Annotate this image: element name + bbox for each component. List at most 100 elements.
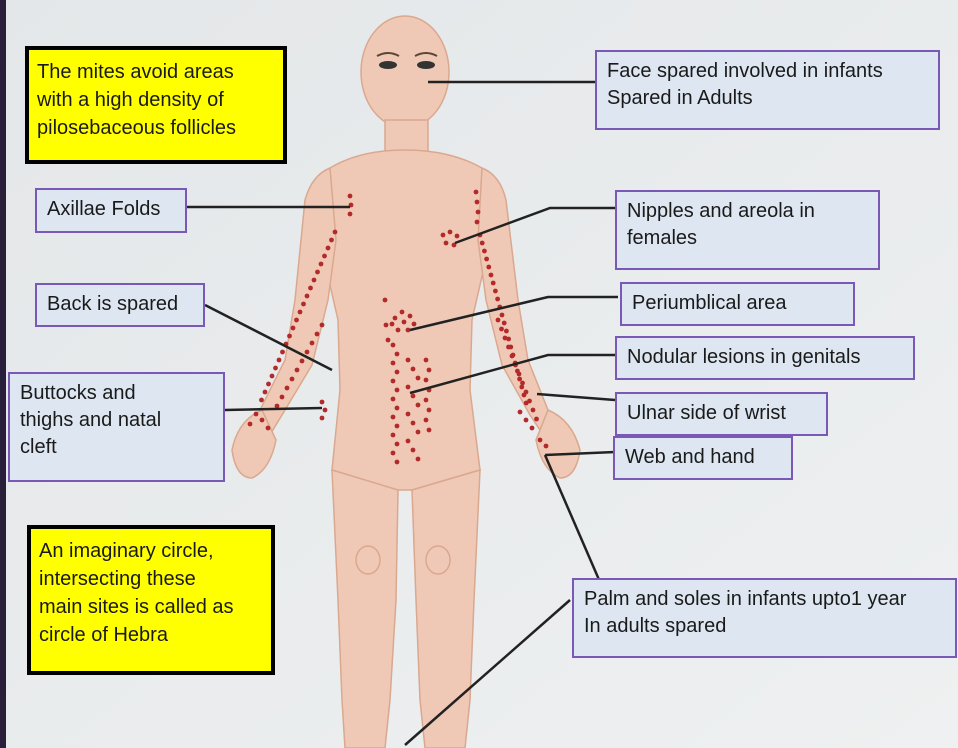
lesion-dot: [391, 379, 396, 384]
head: [361, 16, 449, 128]
lesion-dot: [502, 321, 507, 326]
lesion-dot: [416, 376, 421, 381]
lesion-dot: [475, 220, 480, 225]
lesion-dot: [395, 460, 400, 465]
lesion-dot: [455, 234, 460, 239]
lesion-dot: [395, 352, 400, 357]
lesion-dot: [277, 358, 282, 363]
lesion-dot: [544, 444, 549, 449]
lesion-dot: [538, 438, 543, 443]
lesion-dot: [520, 381, 525, 386]
lesion-dot: [427, 428, 432, 433]
lesion-dot: [270, 374, 275, 379]
lesion-dot: [260, 418, 265, 423]
lesion-dot: [333, 230, 338, 235]
lesion-dot: [524, 418, 529, 423]
callout-face: Face spared involved in infants Spared i…: [595, 50, 940, 130]
lesion-dot: [391, 361, 396, 366]
lesion-dot: [320, 323, 325, 328]
lesion-dot: [290, 377, 295, 382]
lesion-dot: [391, 397, 396, 402]
lesion-dot: [280, 395, 285, 400]
callout-axillae: Axillae Folds: [35, 188, 187, 233]
lesion-dot: [395, 406, 400, 411]
lesion-dot: [476, 210, 481, 215]
lesion-dot: [484, 257, 489, 262]
callout-periumbilical: Periumblical area: [620, 282, 855, 326]
lesion-dot: [395, 442, 400, 447]
lesion-dot: [386, 338, 391, 343]
lesion-dot: [294, 318, 299, 323]
lesion-dot: [500, 313, 505, 318]
lesion-dot: [506, 345, 511, 350]
lesion-dot: [254, 412, 259, 417]
lesion-dot: [416, 457, 421, 462]
lesion-dot: [298, 310, 303, 315]
follicle-note: The mites avoid areas with a high densit…: [25, 46, 287, 164]
lesion-dot: [530, 426, 535, 431]
lesion-dot: [273, 366, 278, 371]
lesion-dot: [503, 336, 508, 341]
lesion-dot: [391, 415, 396, 420]
lesion-dot: [315, 332, 320, 337]
lesion-dot: [396, 328, 401, 333]
lesion-dot: [411, 367, 416, 372]
lesion-dot: [310, 341, 315, 346]
lesion-dot: [308, 286, 313, 291]
lesion-dot: [491, 281, 496, 286]
lesion-dot: [416, 430, 421, 435]
lesion-dot: [406, 439, 411, 444]
lesion-dot: [517, 372, 522, 377]
callout-wrist: Ulnar side of wrist: [615, 392, 828, 436]
callout-nipples: Nipples and areola in females: [615, 190, 880, 270]
lesion-dot: [406, 328, 411, 333]
lesion-dot: [411, 448, 416, 453]
callout-genitals: Nodular lesions in genitals: [615, 336, 915, 380]
lesion-dot: [383, 298, 388, 303]
callout-back: Back is spared: [35, 283, 205, 327]
lesion-dot: [517, 377, 522, 382]
lesion-dot: [266, 426, 271, 431]
lesion-dot: [348, 194, 353, 199]
lesion-dot: [384, 323, 389, 328]
lesion-dot: [301, 302, 306, 307]
lesion-dot: [280, 350, 285, 355]
lesion-dot: [527, 399, 532, 404]
lesion-dot: [448, 230, 453, 235]
lesion-dot: [504, 329, 509, 334]
lesion-dot: [395, 370, 400, 375]
lesion-dot: [263, 390, 268, 395]
lesion-dot: [320, 400, 325, 405]
left-leg: [332, 470, 398, 748]
circle-of-hebra-note: An imaginary circle, intersecting these …: [27, 525, 275, 675]
lesion-dot: [259, 398, 264, 403]
lesion-dot: [348, 212, 353, 217]
lesion-dot: [395, 388, 400, 393]
lesion-dot: [518, 410, 523, 415]
lesion-dot: [486, 265, 491, 270]
lesion-dot: [395, 424, 400, 429]
right-leg: [412, 470, 480, 748]
lesion-dot: [424, 398, 429, 403]
lesion-dot: [248, 422, 253, 427]
lesion-dot: [524, 390, 529, 395]
lesion-dot: [319, 262, 324, 267]
lesion-dot: [285, 386, 290, 391]
lesion-dot: [406, 358, 411, 363]
lesion-dot: [266, 382, 271, 387]
lesion-dot: [416, 403, 421, 408]
lesion-dot: [480, 241, 485, 246]
lesion-dot: [412, 322, 417, 327]
lesion-dot: [390, 322, 395, 327]
callout-buttocks: Buttocks and thighs and natal cleft: [8, 372, 225, 482]
lesion-dot: [406, 385, 411, 390]
lesion-dot: [534, 417, 539, 422]
lesion-dot: [406, 412, 411, 417]
lesion-dot: [489, 273, 494, 278]
lesion-dot: [482, 249, 487, 254]
lesion-dot: [393, 316, 398, 321]
lesion-dot: [424, 358, 429, 363]
callout-web: Web and hand: [613, 436, 793, 480]
lesion-dot: [300, 359, 305, 364]
right-eye: [417, 61, 435, 69]
